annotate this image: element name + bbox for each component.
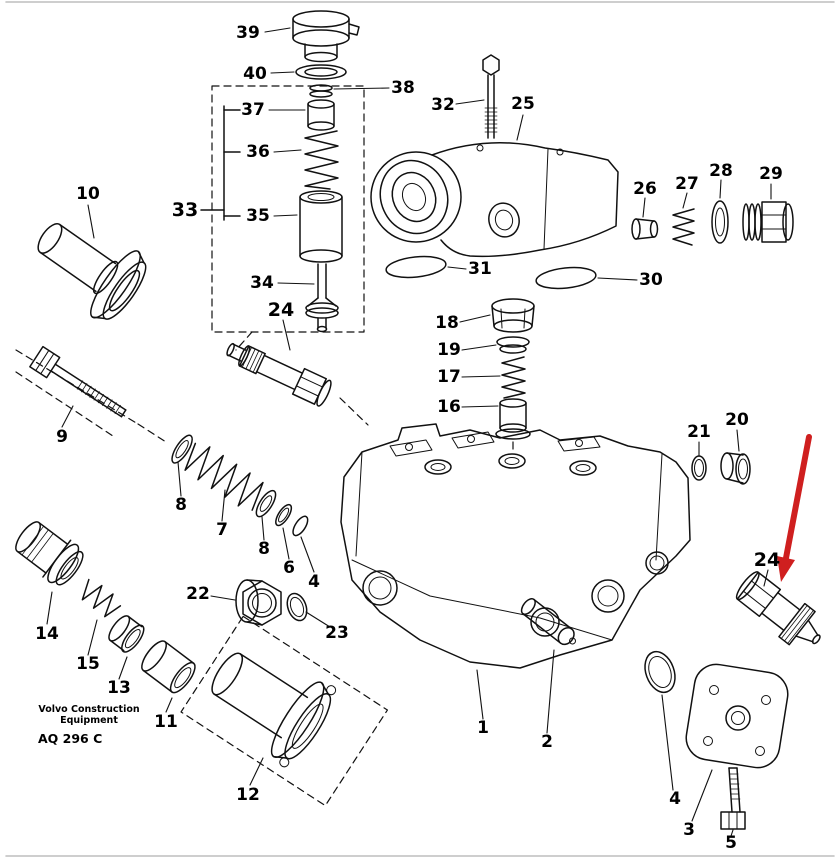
callout-6: 6 <box>283 558 295 578</box>
part-8-washer-a <box>171 434 193 464</box>
callout-3: 3 <box>683 820 695 840</box>
part-29-plug <box>742 201 794 243</box>
callout-18: 18 <box>435 313 459 333</box>
part-15-spring <box>81 578 122 618</box>
ring-31 <box>385 255 447 279</box>
part-1-valve-body <box>340 423 691 669</box>
part-11-bushing <box>141 640 196 694</box>
part-14-coupling <box>15 521 84 586</box>
part-7-spring <box>184 442 264 511</box>
callout-19: 19 <box>437 340 461 360</box>
part-38-seal-rings <box>309 84 333 98</box>
part-5-bolt <box>720 767 746 830</box>
callout-10: 10 <box>76 184 100 204</box>
callout-35: 35 <box>246 206 270 226</box>
callout-7: 7 <box>216 520 228 540</box>
part-6-ring <box>275 503 293 527</box>
callout-25: 25 <box>511 94 535 114</box>
part-8-washer-b <box>255 489 277 518</box>
callout-9: 9 <box>56 427 68 447</box>
construction-lines <box>15 85 514 807</box>
callout-4: 4 <box>669 789 681 809</box>
callout-16: 16 <box>437 397 461 417</box>
part-20-plug <box>720 452 751 485</box>
callout-4: 4 <box>308 572 320 592</box>
callout-13: 13 <box>107 678 131 698</box>
callout-37: 37 <box>241 100 265 120</box>
callout-39: 39 <box>236 23 260 43</box>
bracket-33 <box>200 105 241 221</box>
brand-line-2: Equipment <box>60 715 118 726</box>
red-arrow <box>777 434 812 582</box>
part-3-end-cover <box>685 663 789 769</box>
brand-line-1: Volvo Construction <box>38 704 140 715</box>
part-24-relief-valve-left <box>226 342 332 407</box>
callout-20: 20 <box>725 410 749 430</box>
part-18-cap <box>491 298 535 333</box>
callout-24: 24 <box>753 549 781 571</box>
callout-30: 30 <box>639 270 663 290</box>
callout-26: 26 <box>633 179 657 199</box>
callout-12: 12 <box>236 785 260 805</box>
callout-21: 21 <box>687 422 711 442</box>
part-2-spool-end <box>520 598 576 646</box>
part-17-spring <box>501 356 526 399</box>
part-4-oring-b <box>644 650 676 694</box>
part-34-poppet-valve <box>305 263 339 333</box>
callout-28: 28 <box>709 161 733 181</box>
part-16-plunger <box>495 398 531 440</box>
ring-30 <box>535 266 597 290</box>
part-10-cover <box>37 223 147 320</box>
part-39-filler-cap <box>292 10 360 63</box>
part-26-plug <box>631 218 659 240</box>
callout-34: 34 <box>250 273 274 293</box>
callout-23: 23 <box>325 623 349 643</box>
callout-27: 27 <box>675 174 699 194</box>
callout-15: 15 <box>76 654 100 674</box>
callout-22: 22 <box>186 584 210 604</box>
part-19-seal <box>496 336 530 354</box>
part-25-end-housing <box>370 142 619 258</box>
part-28-washer <box>711 200 729 244</box>
part-24-relief-valve-right <box>735 571 821 646</box>
part-23-oring <box>286 592 308 622</box>
callout-8: 8 <box>258 539 270 559</box>
callout-38: 38 <box>391 78 415 98</box>
callout-14: 14 <box>35 624 59 644</box>
part-9-bolt <box>29 345 127 418</box>
callout-17: 17 <box>437 367 461 387</box>
callout-32: 32 <box>431 95 455 115</box>
part-4-oring-a <box>292 515 309 537</box>
callout-24: 24 <box>267 299 295 321</box>
leader-lines <box>46 27 772 837</box>
part-13-ring <box>108 615 145 653</box>
callout-5: 5 <box>725 833 737 853</box>
drawing-code: AQ 296 C <box>38 731 103 746</box>
callout-8: 8 <box>175 495 187 515</box>
part-22-hex-plug <box>235 579 282 626</box>
part-32-bolt <box>482 54 500 139</box>
part-35-sleeve <box>299 190 343 263</box>
callout-36: 36 <box>246 142 270 162</box>
part-40-washer <box>295 64 347 80</box>
part-37-plunger <box>307 99 335 131</box>
part-36-spring <box>304 130 339 190</box>
part-12-cover <box>211 652 337 768</box>
part-27-spring <box>672 208 695 246</box>
callout-33: 33 <box>171 199 199 221</box>
callout-40: 40 <box>243 64 267 84</box>
page-frame <box>5 1 835 857</box>
spring-assembly <box>171 434 309 537</box>
callout-2: 2 <box>541 732 553 752</box>
footer-block: Volvo Construction Equipment AQ 296 C <box>30 704 148 746</box>
callout-1: 1 <box>477 718 489 738</box>
callout-29: 29 <box>759 164 783 184</box>
callout-31: 31 <box>468 259 492 279</box>
callout-11: 11 <box>154 712 178 732</box>
part-21-oring <box>691 455 707 481</box>
